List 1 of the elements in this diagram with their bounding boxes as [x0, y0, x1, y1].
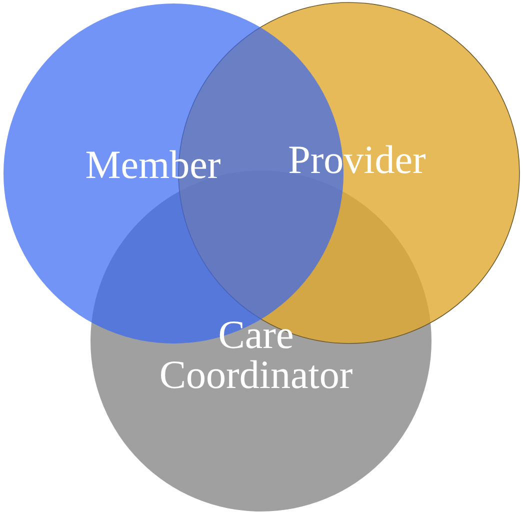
circle-label: Member [84, 145, 222, 185]
